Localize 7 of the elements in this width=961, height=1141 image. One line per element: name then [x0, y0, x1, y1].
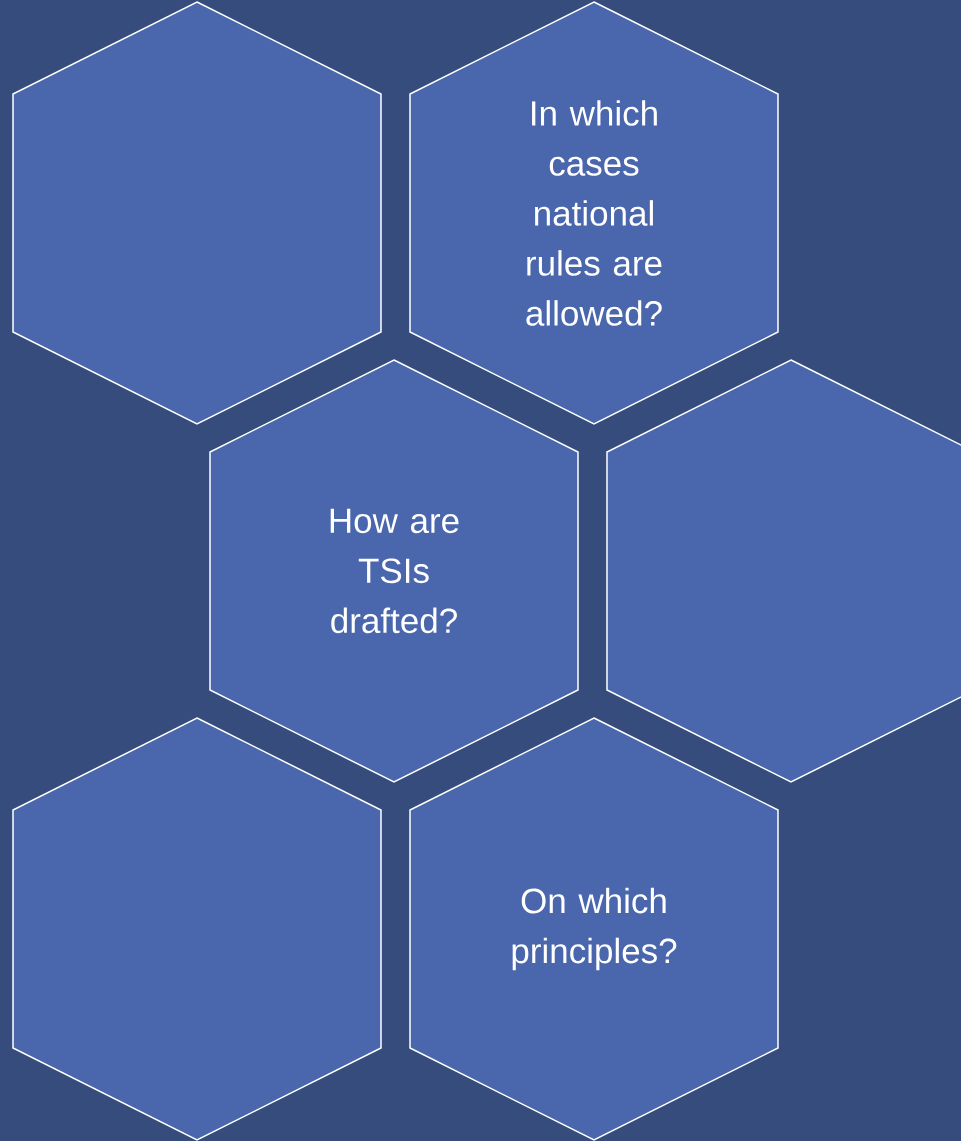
hexagon [12, 1, 382, 425]
hexagon: In which cases national rules are allowed? [409, 1, 779, 425]
node-label: On which principles? [512, 887, 677, 971]
hexagon [606, 359, 961, 783]
hexagon [12, 717, 382, 1141]
hexagon: How are TSIs drafted? [209, 359, 579, 783]
hexagon: On which principles? [409, 717, 779, 1141]
